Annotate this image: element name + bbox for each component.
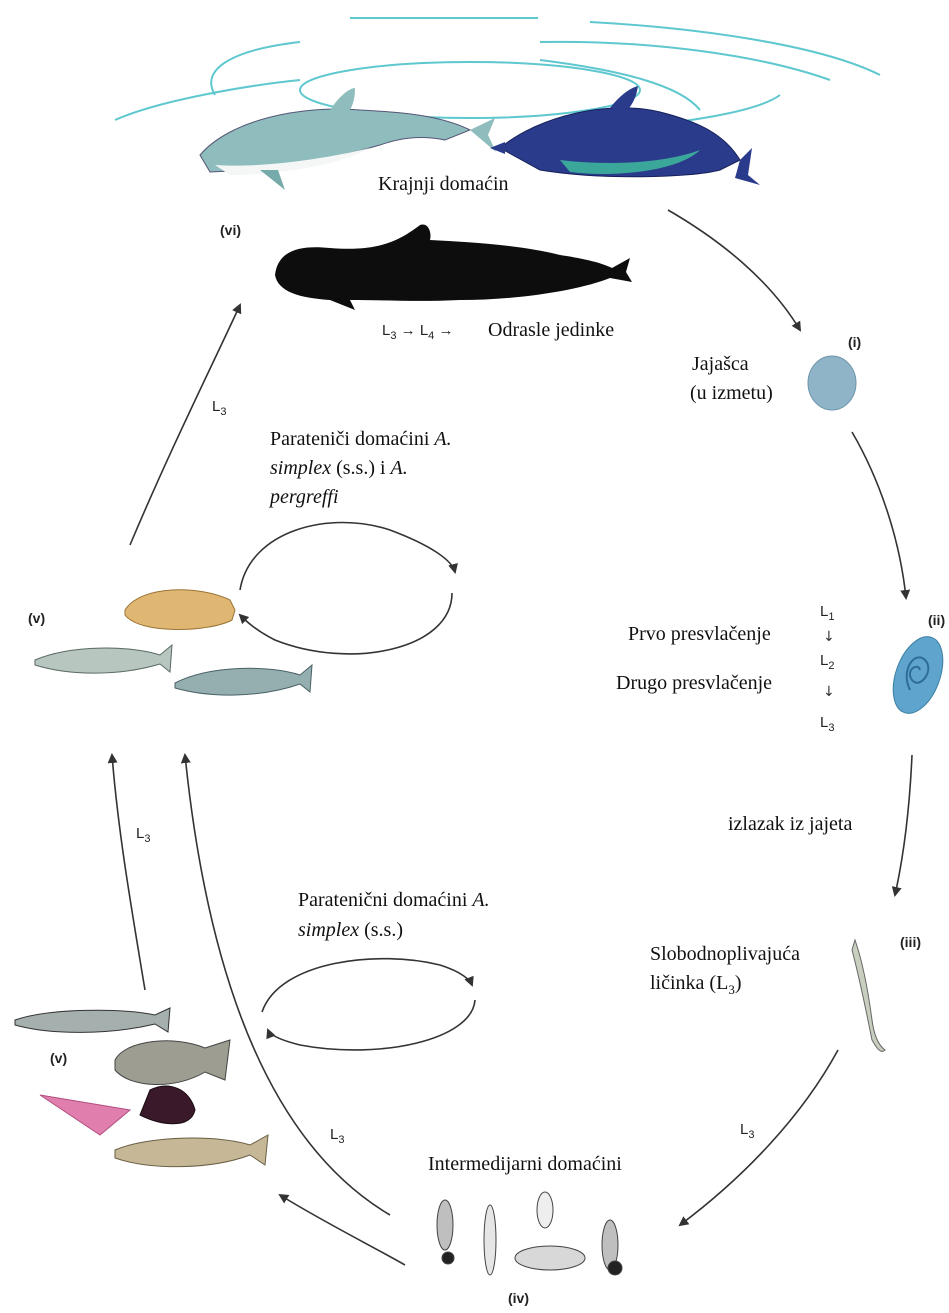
- egg-larva-icon: [884, 630, 949, 720]
- free-larva-line1: Slobodnoplivajuća: [650, 942, 800, 966]
- second-molt-label: Drugo presvlačenje: [616, 671, 772, 695]
- stage-label-i: (i): [848, 334, 861, 350]
- arrow-larva-to-hosts: [680, 1050, 838, 1225]
- l3-label-lower-mid: L3: [330, 1126, 344, 1146]
- arrow-upper-loop-bottom: [240, 593, 452, 654]
- paratenic-lower-line2: simplex (s.s.): [298, 918, 403, 942]
- arrow-lower-loop-bottom: [268, 1000, 475, 1050]
- l1-label: L1: [820, 603, 834, 623]
- l3-label-molt: L3: [820, 714, 834, 734]
- hatching-label: izlazak iz jajeta: [728, 812, 852, 836]
- paratenic-upper-line3: pergreffi: [270, 485, 339, 509]
- paratenic-lower-line1: Paratenični domaćini A.: [298, 888, 490, 912]
- arrow-hosts-to-lower-fish: [280, 1195, 405, 1265]
- stage-label-iv: (iv): [508, 1290, 529, 1306]
- arrow-icon: →: [401, 322, 416, 339]
- first-molt-label: Prvo presvlačenje: [628, 622, 771, 646]
- paratenic-upper-line2: simplex (s.s.) i A.: [270, 456, 408, 480]
- free-larva-line2: ličinka (L3): [650, 971, 741, 1002]
- arrow-upper-loop-top: [240, 523, 455, 591]
- lower-fish-icons: [15, 1008, 268, 1167]
- final-host-label: Krajnji domaćin: [378, 172, 509, 196]
- arrow-lower-fish-to-upper: [112, 755, 145, 990]
- eggs-line2: (u izmetu): [690, 381, 773, 405]
- stage-label-v-lower: (v): [50, 1050, 67, 1066]
- cycle-arrows: [112, 210, 912, 1265]
- eggs-line1: Jajašca: [692, 352, 749, 376]
- arrow-lower-loop-top: [262, 959, 472, 1012]
- dolphin-right-icon: [490, 86, 760, 185]
- stage-label-vi: (vi): [220, 222, 241, 238]
- arrow-molts-to-hatch: [895, 755, 912, 895]
- arrow-eggs-to-molts: [852, 432, 906, 598]
- arrow-icon: →: [438, 322, 453, 339]
- stage-label-ii: (ii): [928, 612, 945, 628]
- down-arrow-icon: ↓: [823, 684, 835, 700]
- stage-label-iii: (iii): [900, 934, 921, 950]
- water-lines: [115, 18, 880, 125]
- free-larva-icon: [852, 940, 885, 1051]
- egg-icon: [808, 356, 856, 410]
- arrow-host-to-eggs: [668, 210, 800, 330]
- arrow-fish-to-whale: [130, 305, 240, 545]
- upper-fish-icons: [35, 590, 312, 695]
- krill-icons: [437, 1192, 622, 1275]
- paratenic-upper-line1: Parateniči domaćini A.: [270, 427, 452, 451]
- down-arrow-icon: ↓: [823, 629, 835, 645]
- intermediate-hosts-label: Intermedijarni domaćini: [428, 1152, 622, 1176]
- l3-label-lower-right: L3: [740, 1121, 754, 1141]
- l3-label-upper-left: L3: [212, 398, 226, 418]
- adults-label: Odrasle jedinke: [488, 318, 614, 342]
- adults-stages: L3 → L4 →: [382, 322, 453, 342]
- l2-label: L2: [820, 652, 834, 672]
- stage-label-v-upper: (v): [28, 610, 45, 626]
- l3-label-lower-left: L3: [136, 825, 150, 845]
- pilot-whale-icon: [275, 224, 632, 310]
